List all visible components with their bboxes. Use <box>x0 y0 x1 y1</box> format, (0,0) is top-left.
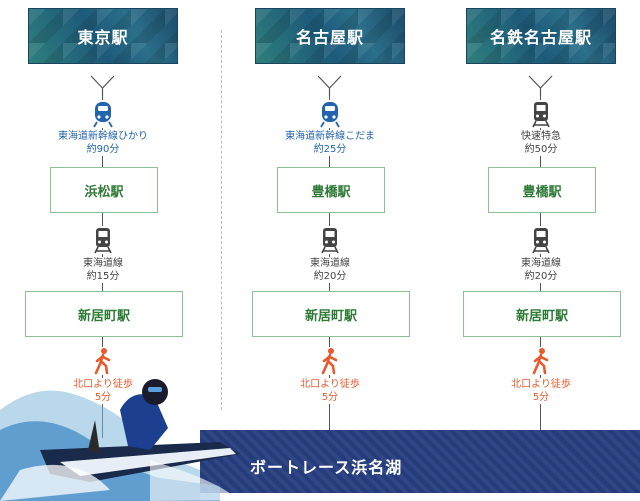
station-box: 豊橋駅 <box>488 167 596 213</box>
origin-station-meitetsu-nagoya: 名鉄名古屋駅 <box>466 8 616 64</box>
walk-line: 北口より徒歩 <box>73 379 133 390</box>
walking-person-icon <box>89 347 117 375</box>
leg-1-info: 東海道新幹線こだま約25分 <box>232 130 428 156</box>
station-box: 新居町駅 <box>463 291 621 337</box>
leg-line: 東海道新幹線ひかり <box>58 131 148 142</box>
shinkansen-icon <box>89 100 117 128</box>
train-icon <box>527 226 555 254</box>
origin-station-nagoya: 名古屋駅 <box>255 8 405 64</box>
shinkansen-icon <box>316 100 344 128</box>
train-icon <box>316 226 344 254</box>
station-box: 浜松駅 <box>50 167 158 213</box>
walk-time: 5分 <box>94 392 112 403</box>
leg-time: 約25分 <box>313 144 347 155</box>
leg-time: 約90分 <box>86 144 120 155</box>
fork-icon <box>317 75 342 96</box>
walking-person-icon <box>316 347 344 375</box>
banner-background <box>200 430 640 493</box>
walk-info: 北口より徒歩 5分 <box>443 378 639 404</box>
leg-time: 約15分 <box>86 271 120 282</box>
leg-time: 約20分 <box>524 271 558 282</box>
route-tokyo: 東京駅 東海道新幹線ひかり約90分 浜松駅 東海道線約15分 新居町駅 北口より… <box>5 0 201 501</box>
fork-icon <box>90 75 115 96</box>
leg-1-info: 東海道新幹線ひかり約90分 <box>5 130 201 156</box>
station-box: 新居町駅 <box>25 291 183 337</box>
leg-time: 約20分 <box>313 271 347 282</box>
destination-title: ボートレース浜名湖 <box>250 458 403 477</box>
route-nagoya: 名古屋駅 東海道新幹線こだま約25分 豊橋駅 東海道線約20分 新居町駅 北口よ… <box>232 0 428 501</box>
station-box: 新居町駅 <box>252 291 410 337</box>
leg-line: 快速特急 <box>521 131 561 142</box>
leg-line: 東海道線 <box>310 258 350 269</box>
route-meitetsu-nagoya: 名鉄名古屋駅 快速特急約50分 豊橋駅 東海道線約20分 新居町駅 北口より徒歩… <box>443 0 639 501</box>
walking-person-icon <box>527 347 555 375</box>
walk-time: 5分 <box>321 392 339 403</box>
walk-info: 北口より徒歩 5分 <box>232 378 428 404</box>
walk-line: 北口より徒歩 <box>300 379 360 390</box>
destination-banner: ボートレース浜名湖 <box>0 430 640 501</box>
leg-line: 東海道線 <box>83 258 123 269</box>
leg-time: 約50分 <box>524 144 558 155</box>
leg-line: 東海道線 <box>521 258 561 269</box>
leg-2-info: 東海道線約15分 <box>5 257 201 283</box>
column-divider <box>221 30 222 410</box>
fork-icon <box>528 75 553 96</box>
boat-racer-illustration <box>0 379 240 501</box>
origin-station-tokyo: 東京駅 <box>28 8 178 64</box>
train-icon <box>527 100 555 128</box>
leg-1-info: 快速特急約50分 <box>443 130 639 156</box>
leg-2-info: 東海道線約20分 <box>443 257 639 283</box>
walk-line: 北口より徒歩 <box>511 379 571 390</box>
leg-2-info: 東海道線約20分 <box>232 257 428 283</box>
walk-time: 5分 <box>532 392 550 403</box>
station-box: 豊橋駅 <box>277 167 385 213</box>
train-icon <box>89 226 117 254</box>
leg-line: 東海道新幹線こだま <box>285 131 375 142</box>
